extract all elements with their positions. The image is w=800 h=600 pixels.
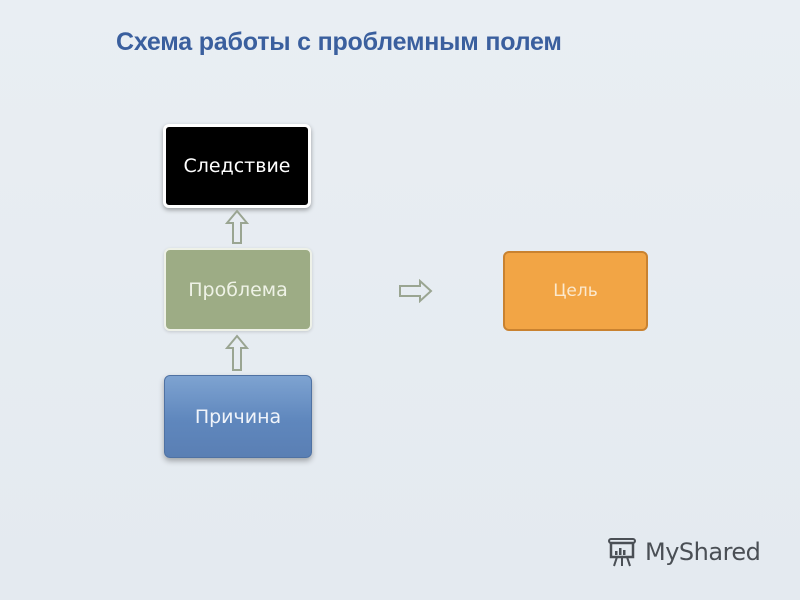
node-cause: Причина xyxy=(164,375,312,458)
presentation-board-icon xyxy=(608,538,636,567)
node-problem-label: Проблема xyxy=(188,278,288,301)
node-effect: Следствие xyxy=(163,124,311,208)
arrow-up-icon xyxy=(225,209,249,244)
arrow-right-icon xyxy=(399,279,433,303)
node-goal: Цель xyxy=(503,251,648,331)
node-cause-label: Причина xyxy=(194,405,282,428)
node-problem: Проблема xyxy=(164,248,312,331)
watermark-text: MyShared xyxy=(645,538,761,566)
arrow-up-icon xyxy=(225,334,249,371)
slide-title: Схема работы с проблемным полем xyxy=(116,28,562,56)
node-effect-label: Следствие xyxy=(183,155,291,177)
watermark: MyShared xyxy=(605,535,761,569)
node-goal-label: Цель xyxy=(553,281,598,301)
